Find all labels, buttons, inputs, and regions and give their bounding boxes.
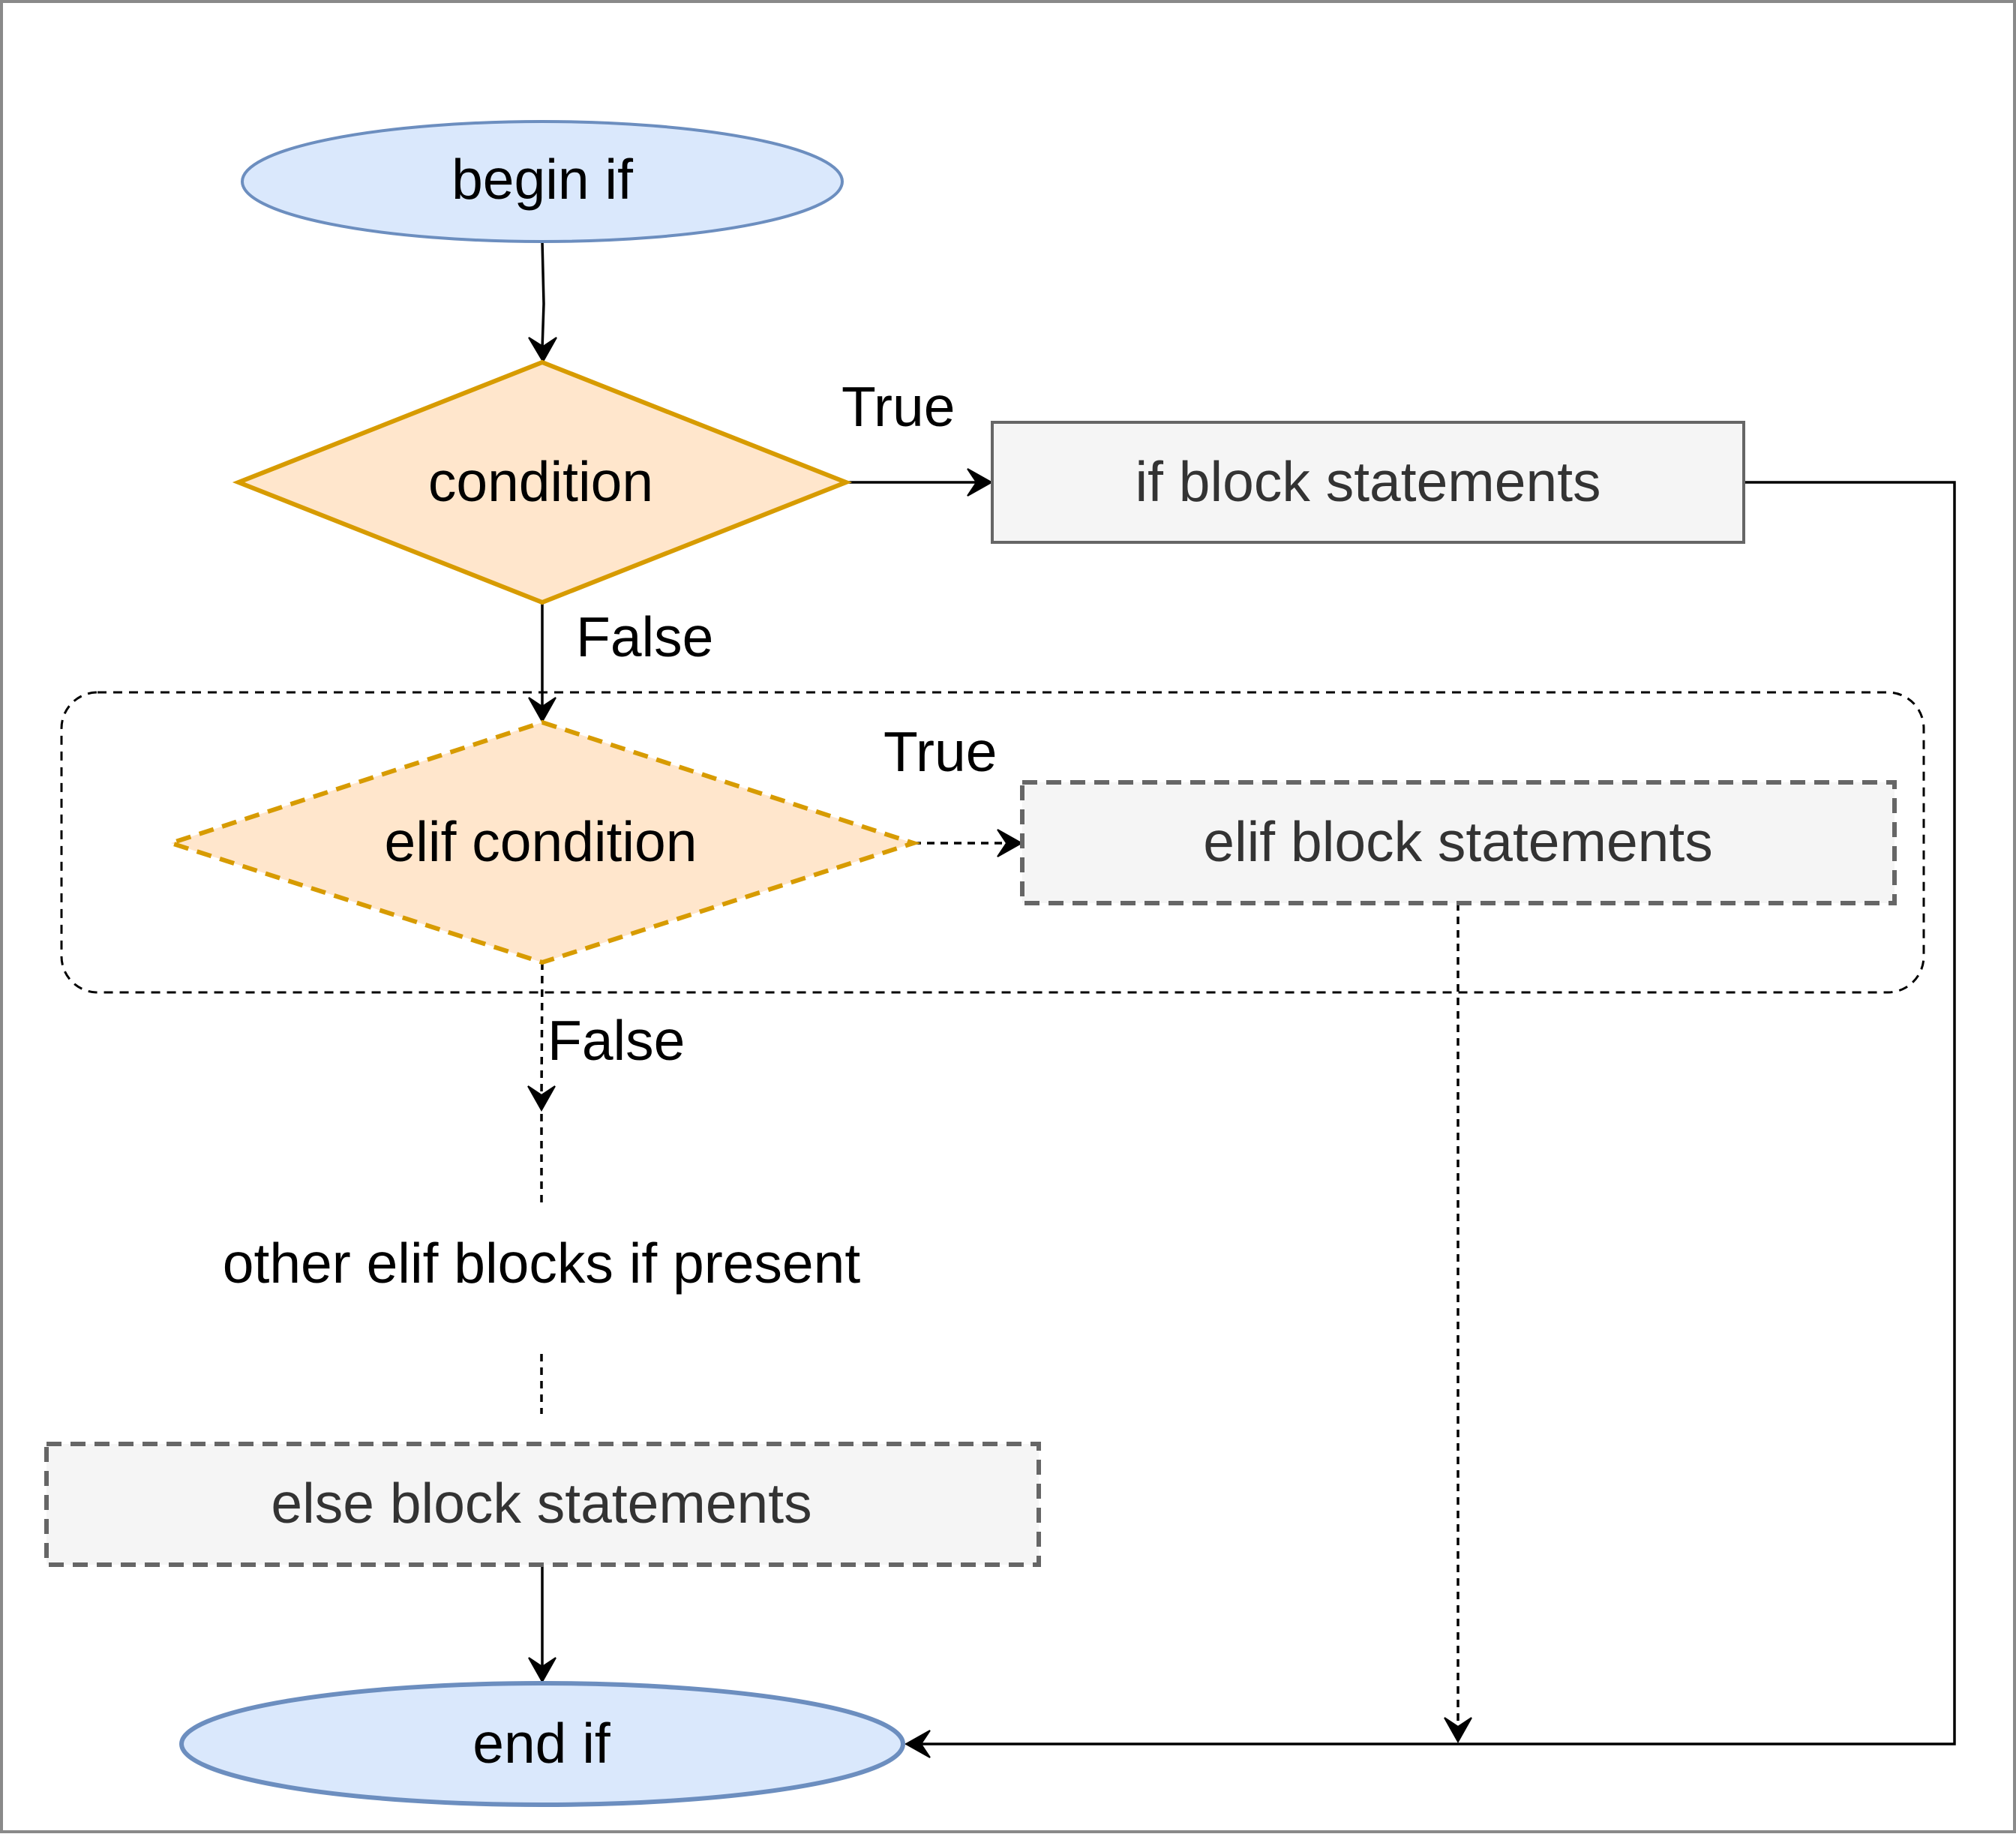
begin-if-node[interactable]: begin if	[241, 120, 844, 243]
condition-node[interactable]: condition	[232, 359, 853, 605]
edge-elif-true	[914, 829, 1024, 857]
condition-label: condition	[428, 450, 653, 513]
edge-begin-to-condition	[528, 241, 557, 363]
elif-block-node[interactable]: elif block statements	[1020, 780, 1897, 905]
edge-condition-false	[528, 602, 556, 724]
other-elif-label: other elif blocks if present	[223, 1232, 861, 1295]
elif-condition-node[interactable]: elif condition	[164, 719, 921, 965]
end-if-label: end if	[472, 1712, 610, 1775]
if-block-node[interactable]: if block statements	[991, 421, 1745, 544]
elif-condition-label: elif condition	[385, 810, 698, 873]
edge-else-to-end	[528, 1565, 556, 1684]
else-block-label: else block statements	[271, 1472, 812, 1535]
elif-false-label: False	[548, 1009, 685, 1072]
edge-condition-true	[846, 468, 994, 497]
elif-block-label: elif block statements	[1203, 810, 1712, 873]
elif-group-container	[60, 691, 1925, 994]
edge-if-block-to-end	[904, 481, 1956, 1758]
end-if-node[interactable]: end if	[179, 1681, 905, 1807]
begin-if-label: begin if	[452, 148, 633, 211]
condition-false-label: False	[576, 605, 713, 668]
edge-elif-block-to-end	[1444, 903, 1472, 1744]
condition-true-label: True	[842, 375, 955, 438]
else-block-node[interactable]: else block statements	[44, 1442, 1041, 1567]
elif-true-label: True	[884, 720, 997, 783]
edge-elif-false	[527, 962, 556, 1204]
if-block-label: if block statements	[1135, 450, 1600, 513]
